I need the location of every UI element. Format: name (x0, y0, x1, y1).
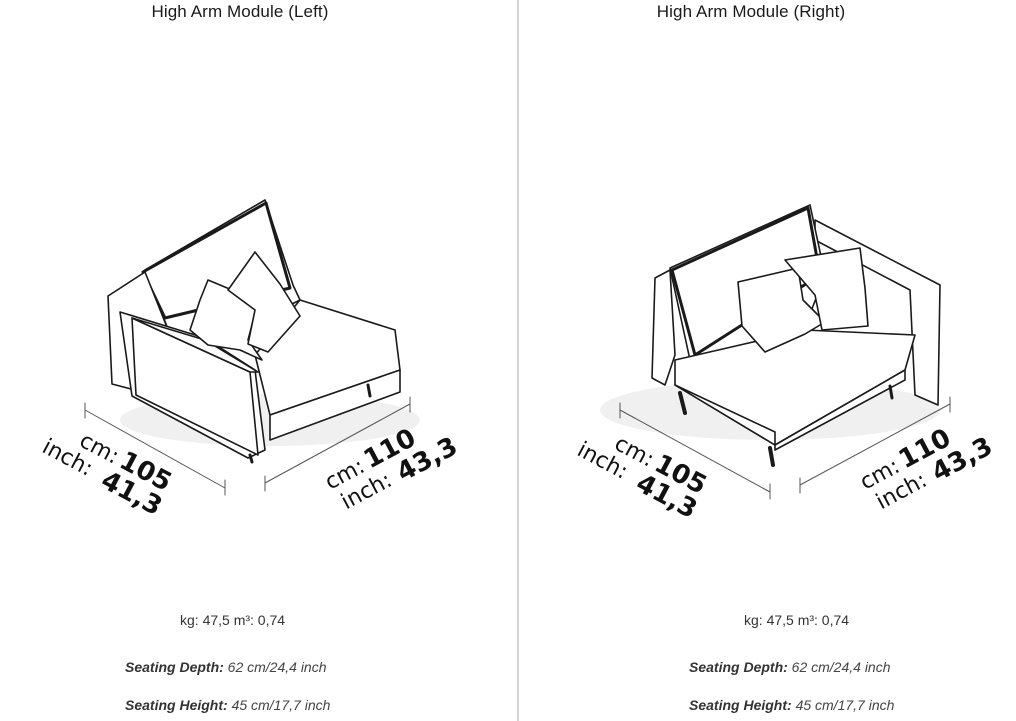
seating-depth: Seating Depth: 62 cm/24,4 inch (125, 659, 327, 675)
seating-depth-label: Seating Depth: (125, 659, 224, 675)
weight-volume: kg: 47,5 m³: 0,74 (180, 612, 286, 628)
sofa-module-right-drawing: cm: 105 inch: 41,3 cm: 110 inch: 43,3 (573, 204, 998, 525)
seating-height: Seating Height: 45 cm/17,7 inch (125, 697, 330, 713)
seating-depth-value: 62 cm/24,4 inch (791, 659, 891, 675)
seating-height-label: Seating Height: (689, 697, 792, 713)
module-title: High Arm Module (Right) (656, 2, 846, 21)
weight-volume: kg: 47,5 m³: 0,74 (744, 612, 850, 628)
sofa-module-left-drawing: cm: 105 inch: 41,3 cm: 110 inch: 43,3 (38, 199, 463, 522)
panel-divider (517, 0, 519, 721)
seating-depth-value: 62 cm/24,4 inch (227, 659, 327, 675)
module-panel-right: High Arm Module (Right) (520, 0, 1016, 721)
seating-height: Seating Height: 45 cm/17,7 inch (689, 697, 894, 713)
module-title: High Arm Module (Left) (151, 2, 329, 21)
seating-depth: Seating Depth: 62 cm/24,4 inch (689, 659, 891, 675)
seating-height-label: Seating Height: (125, 697, 228, 713)
seating-height-value: 45 cm/17,7 inch (795, 697, 895, 713)
seating-height-value: 45 cm/17,7 inch (231, 697, 331, 713)
module-panel-left: High Arm Module (Left) (38, 2, 463, 713)
seating-depth-label: Seating Depth: (689, 659, 788, 675)
